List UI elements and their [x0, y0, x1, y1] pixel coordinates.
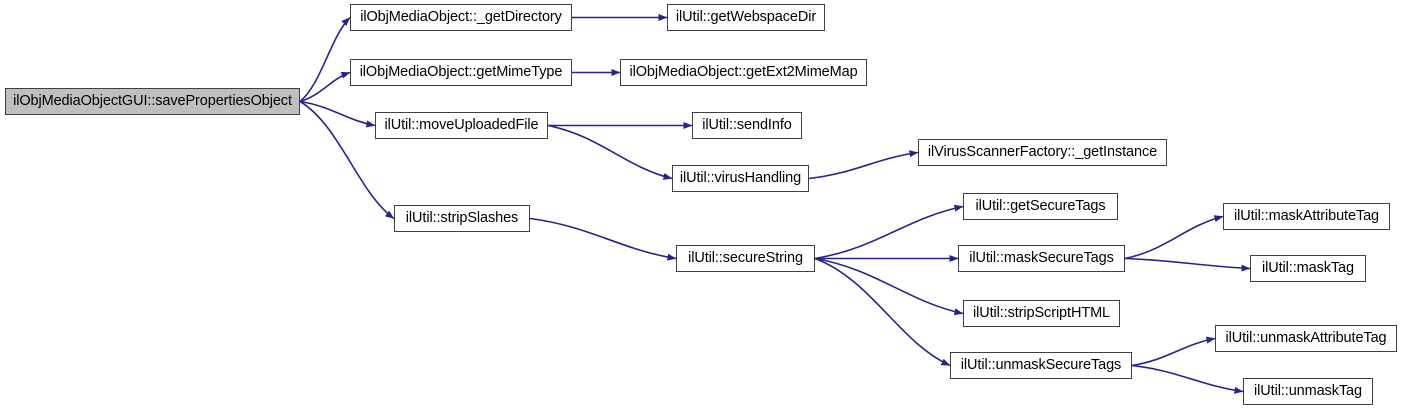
graph-node-label: ilUtil::sendInfo: [702, 117, 792, 134]
graph-node-unmaskSecureTags[interactable]: ilUtil::unmaskSecureTags: [950, 352, 1132, 379]
graph-node-label: ilUtil::unmaskTag: [1254, 383, 1362, 400]
graph-edge-unmaskSecureTags-to-unmaskAttributeTag: [1131, 336, 1216, 367]
graph-node-label: ilObjMediaObject::getExt2MimeMap: [629, 64, 858, 81]
graph-edge-maskSecureTags-to-maskTag: [1124, 257, 1251, 272]
graph-node-label: ilVirusScannerFactory::_getInstance: [927, 144, 1158, 161]
graph-edge-unmaskSecureTags-to-unmaskTag: [1131, 364, 1244, 394]
graph-node-label: ilObjMediaObject::getMimeType: [359, 64, 563, 81]
graph-node-savePropertiesObject[interactable]: ilObjMediaObjectGUI::savePropertiesObjec…: [5, 88, 300, 115]
graph-edge-virusHandling-to-getInstance: [808, 150, 919, 180]
graph-node-label: ilUtil::virusHandling: [679, 170, 802, 187]
graph-node-label: ilObjMediaObject::_getDirectory: [360, 9, 562, 26]
graph-node-label: ilUtil::getWebspaceDir: [675, 9, 817, 26]
graph-node-label: ilUtil::unmaskSecureTags: [960, 357, 1122, 374]
graph-edge-savePropertiesObject-to-getMimeType: [299, 71, 351, 103]
graph-node-label: ilUtil::maskSecureTags: [969, 250, 1114, 267]
graph-node-label: ilUtil::maskAttributeTag: [1233, 208, 1380, 225]
graph-node-label: ilUtil::moveUploadedFile: [384, 117, 539, 134]
graph-node-virusHandling[interactable]: ilUtil::virusHandling: [672, 165, 809, 192]
graph-edge-savePropertiesObject-to-getDirectory: [299, 16, 351, 103]
graph-edge-moveUploadedFile-to-virusHandling: [547, 124, 673, 180]
graph-node-label: ilUtil::secureString: [688, 250, 803, 267]
graph-edge-stripSlashes-to-secureString: [529, 217, 677, 261]
graph-node-secureString[interactable]: ilUtil::secureString: [676, 245, 815, 272]
graph-node-getWebspaceDir[interactable]: ilUtil::getWebspaceDir: [667, 4, 825, 31]
graph-node-getExt2MimeMap[interactable]: ilObjMediaObject::getExt2MimeMap: [620, 59, 867, 86]
graph-node-maskSecureTags[interactable]: ilUtil::maskSecureTags: [958, 245, 1125, 272]
graph-node-label: ilObjMediaObjectGUI::savePropertiesObjec…: [13, 93, 292, 110]
graph-node-stripScriptHTML[interactable]: ilUtil::stripScriptHTML: [963, 300, 1120, 327]
graph-node-moveUploadedFile[interactable]: ilUtil::moveUploadedFile: [375, 112, 548, 139]
graph-node-unmaskTag[interactable]: ilUtil::unmaskTag: [1243, 378, 1373, 405]
graph-node-getSecureTags[interactable]: ilUtil::getSecureTags: [963, 193, 1118, 220]
graph-node-getDirectory[interactable]: ilObjMediaObject::_getDirectory: [350, 4, 572, 31]
graph-node-label: ilUtil::stripSlashes: [405, 210, 519, 227]
graph-node-label: ilUtil::getSecureTags: [975, 198, 1106, 215]
graph-node-unmaskAttributeTag[interactable]: ilUtil::unmaskAttributeTag: [1215, 325, 1397, 352]
graph-edge-secureString-to-stripScriptHTML: [814, 257, 964, 316]
graph-edge-maskSecureTags-to-maskAttributeTag: [1124, 215, 1224, 260]
graph-node-label: ilUtil::maskTag: [1262, 260, 1354, 277]
graph-node-getInstance[interactable]: ilVirusScannerFactory::_getInstance: [918, 139, 1167, 166]
graph-edge-secureString-to-unmaskSecureTags: [814, 257, 951, 367]
graph-node-maskAttributeTag[interactable]: ilUtil::maskAttributeTag: [1223, 203, 1390, 230]
graph-node-stripSlashes[interactable]: ilUtil::stripSlashes: [394, 205, 530, 232]
graph-edge-savePropertiesObject-to-moveUploadedFile: [299, 100, 376, 128]
graph-edge-secureString-to-getSecureTags: [814, 204, 964, 260]
graph-node-getMimeType[interactable]: ilObjMediaObject::getMimeType: [350, 59, 572, 86]
graph-node-maskTag[interactable]: ilUtil::maskTag: [1250, 255, 1366, 282]
graph-node-label: ilUtil::stripScriptHTML: [972, 305, 1111, 322]
graph-node-label: ilUtil::unmaskAttributeTag: [1225, 330, 1387, 347]
graph-node-sendInfo[interactable]: ilUtil::sendInfo: [692, 112, 802, 139]
